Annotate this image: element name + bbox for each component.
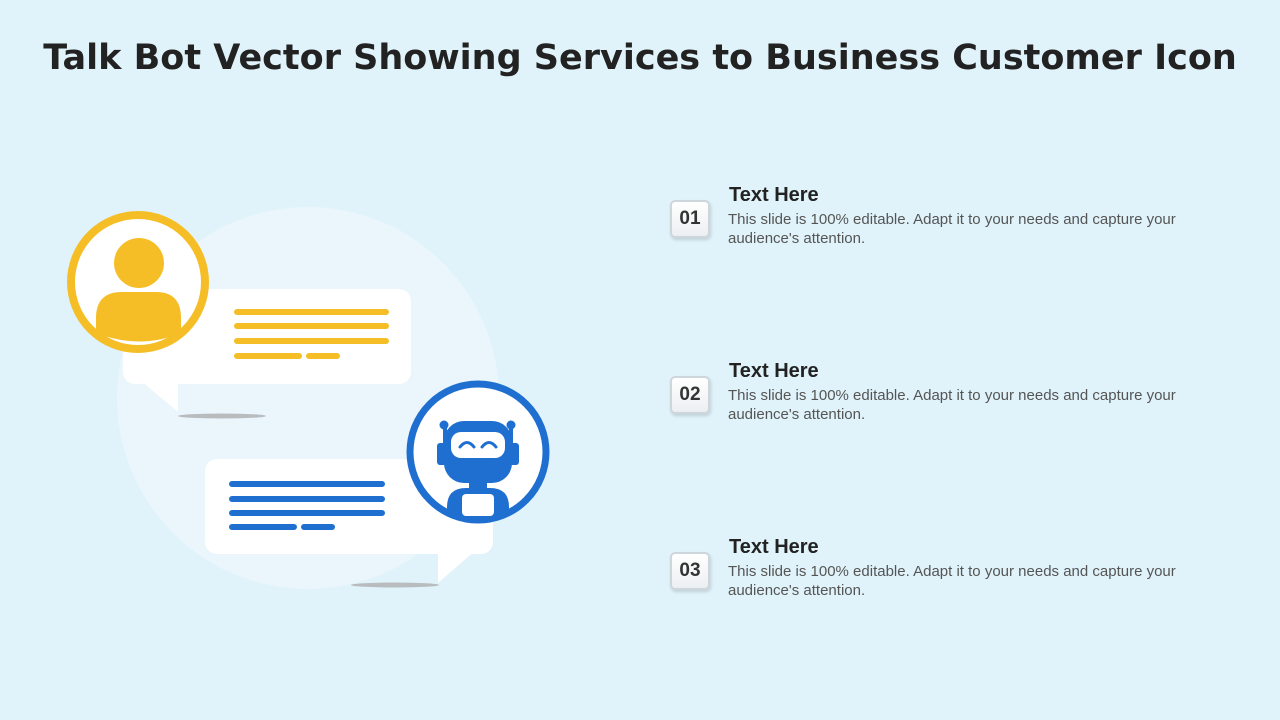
item-number-badge: 03 [670,552,710,590]
chat-illustration [67,207,550,589]
list-item: 01 Text Here This slide is 100% editable… [670,184,1230,278]
robot-icon [406,380,550,524]
item-number-badge: 02 [670,376,710,414]
item-title: Text Here [729,360,819,382]
item-title: Text Here [729,184,819,206]
item-description: This slide is 100% editable. Adapt it to… [728,211,1176,247]
item-number-badge: 01 [670,200,710,238]
item-title: Text Here [729,536,819,558]
list-item: 03 Text Here This slide is 100% editable… [670,536,1230,630]
user-avatar-icon [67,211,209,353]
slide-title: Talk Bot Vector Showing Services to Busi… [43,38,1237,78]
list-item: 02 Text Here This slide is 100% editable… [670,360,1230,454]
item-description: This slide is 100% editable. Adapt it to… [728,563,1176,599]
item-description: This slide is 100% editable. Adapt it to… [728,387,1176,423]
